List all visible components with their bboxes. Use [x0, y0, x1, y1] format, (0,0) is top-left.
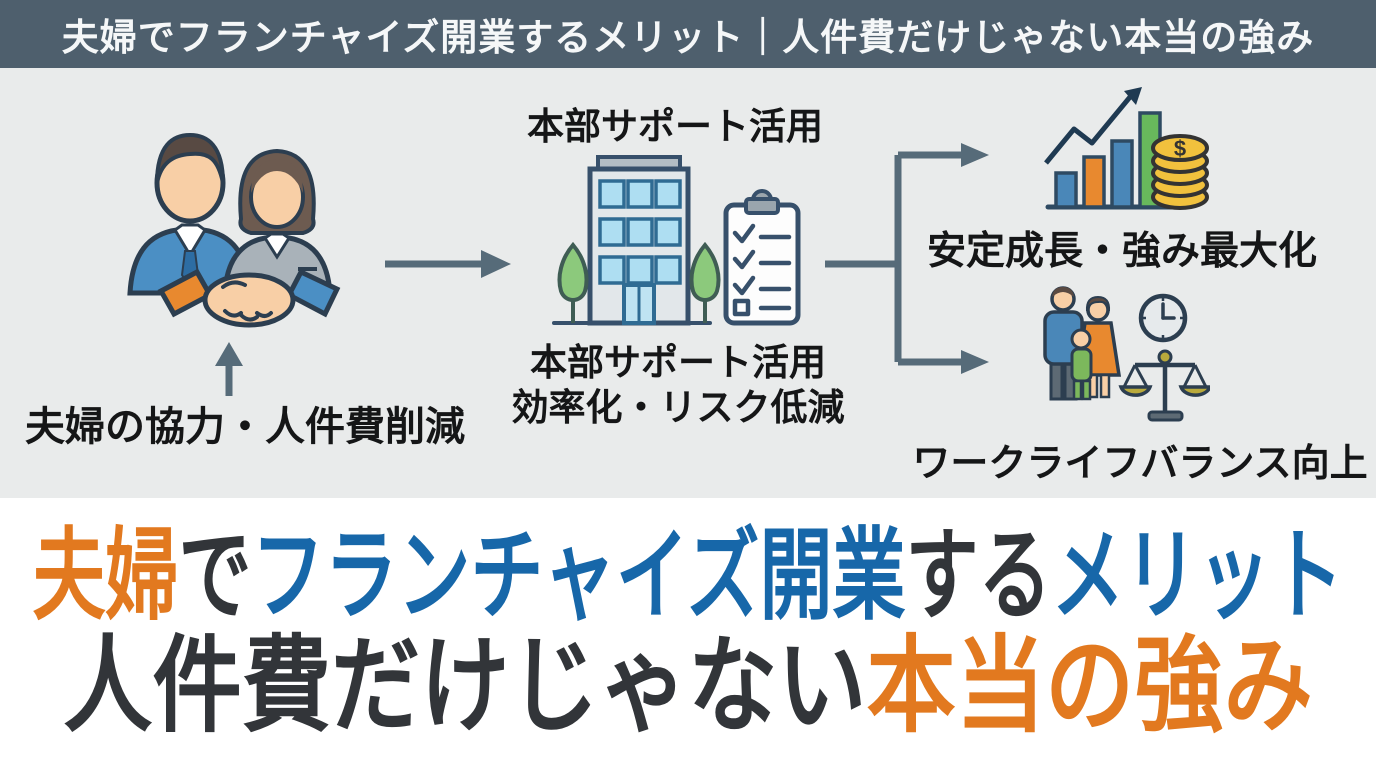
headline-line2: 人件費だけじゃない本当の強み: [63, 630, 1313, 743]
headquarters-bottom-label: 本部サポート活用 効率化・リスク低減: [512, 340, 845, 430]
growth-chart-coins-icon: $: [1044, 87, 1209, 210]
couple-handshake-icon: [127, 132, 341, 328]
headquarters-bottom-label-line2: 効率化・リスク低減: [511, 387, 845, 429]
headline-segment: 人件費だけじゃない: [63, 628, 867, 746]
outcome-balance-label: ワークライフバランス向上: [912, 443, 1368, 485]
top-bar-title: 夫婦でフランチャイズ開業するメリット｜人件費だけじゃない本当の強み: [61, 17, 1315, 58]
headline-segment: 夫婦: [32, 520, 179, 633]
headline-segment: フランチャイズ開業: [251, 520, 906, 633]
headline-line1: 夫婦でフランチャイズ開業するメリット: [32, 522, 1343, 630]
flow-diagram: 夫婦の協力・人件費削減 本部サポート活用: [0, 68, 1376, 498]
headquarters-top-label: 本部サポート活用: [527, 106, 823, 147]
right-arrow-icon: [385, 250, 511, 278]
up-arrow-icon: [215, 342, 243, 396]
outcome-growth-label: 安定成長・強み最大化: [926, 230, 1318, 273]
headline-section: 夫婦でフランチャイズ開業するメリット 人件費だけじゃない本当の強み: [0, 498, 1376, 768]
fork-branch-arrows-icon: [825, 143, 989, 374]
headline-segment: する: [905, 520, 1052, 633]
top-title-bar: 夫婦でフランチャイズ開業するメリット｜人件費だけじゃない本当の強み: [0, 0, 1376, 68]
headline-segment: メリット: [1051, 520, 1344, 633]
headline-segment: で: [178, 520, 252, 633]
couple-label: 夫婦の協力・人件費削減: [25, 405, 465, 449]
headline-segment: 本当の強み: [866, 628, 1313, 746]
family-clock-scales-icon: [1043, 286, 1210, 422]
headquarters-bottom-label-line1: 本部サポート活用: [530, 342, 826, 383]
headquarters-building-clipboard-icon: [552, 155, 801, 326]
svg-text:$: $: [1174, 136, 1186, 161]
